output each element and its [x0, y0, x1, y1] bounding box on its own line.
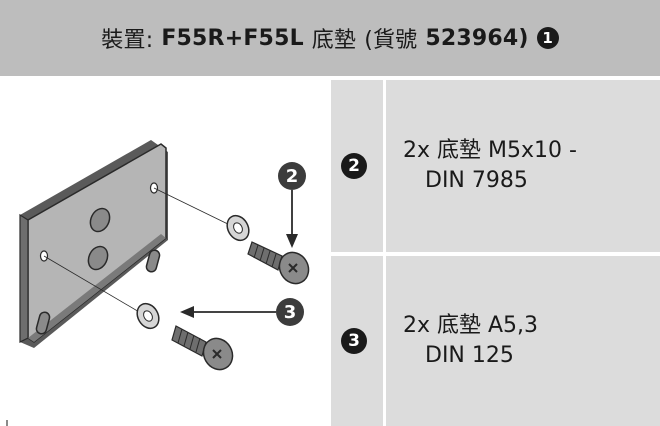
row-line-2: DIN 7985 — [425, 168, 528, 193]
base-plate — [19, 140, 168, 348]
callout-3: 3 — [180, 298, 304, 326]
cell-divider — [383, 80, 386, 252]
assembly-illustration: 2 3 — [6, 80, 331, 420]
upper-screw — [247, 241, 310, 285]
callout-2-label: 2 — [286, 166, 299, 187]
row-description: 2x 底墊 A5,3 DIN 125 — [403, 311, 538, 371]
title-models: F55R+F55L — [161, 25, 304, 51]
row-badge-3: 3 — [341, 328, 367, 354]
callout-3-label: 3 — [284, 302, 297, 323]
lower-screw — [171, 325, 234, 371]
guide-line-upper — [153, 187, 237, 229]
header-bar: 裝置: F55R+F55L 底墊 (貨號 523964) 1 — [0, 0, 660, 76]
guide-line-lower — [43, 255, 147, 317]
row-line-1: 2x 底墊 A5,3 — [403, 313, 539, 338]
assembly-drawing: 2 3 — [19, 140, 310, 371]
title-word: 底墊 — [311, 28, 357, 53]
header-divider — [0, 76, 660, 79]
title-open: (貨號 — [364, 28, 418, 53]
parts-row-screw: 2 2x 底墊 M5x10 - DIN 7985 — [331, 80, 660, 252]
page-title: 裝置: F55R+F55L 底墊 (貨號 523964) 1 — [101, 22, 559, 54]
cell-divider — [383, 256, 386, 426]
lower-washer — [136, 302, 160, 330]
row-description: 2x 底墊 M5x10 - DIN 7985 — [403, 136, 577, 196]
upper-washer — [226, 214, 250, 242]
callout-2: 2 — [278, 162, 306, 248]
row-line-2: DIN 125 — [425, 343, 514, 368]
title-part-number: 523964) — [425, 25, 529, 51]
row-gap — [331, 252, 660, 256]
parts-row-washer: 3 2x 底墊 A5,3 DIN 125 — [331, 256, 660, 426]
row-badge-2: 2 — [341, 153, 367, 179]
row-line-1: 2x 底墊 M5x10 - — [403, 138, 577, 163]
title-prefix: 裝置: — [101, 28, 154, 53]
step-badge: 1 — [536, 27, 559, 49]
